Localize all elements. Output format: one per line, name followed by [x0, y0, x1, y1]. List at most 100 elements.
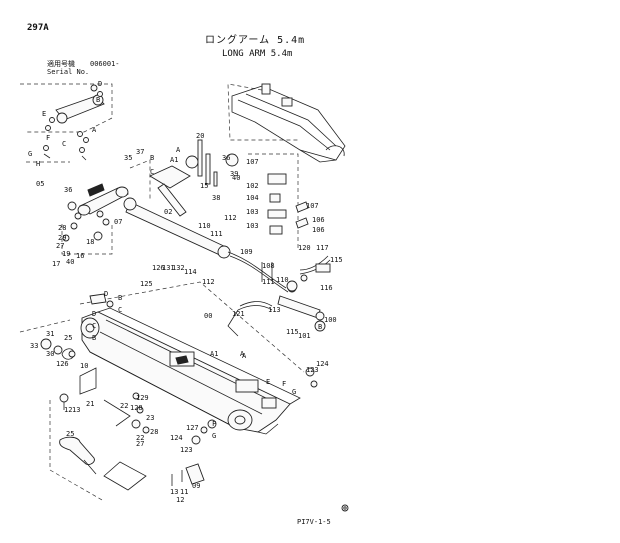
part-label: 17 — [52, 260, 60, 268]
part-label: 33 — [30, 342, 38, 350]
part-label: B — [150, 154, 154, 162]
part-label: 121 — [232, 310, 245, 318]
part-label: 120 — [298, 244, 311, 252]
part-label: 27 — [56, 242, 64, 250]
part-label: 106 — [312, 216, 325, 224]
part-label: B — [118, 294, 122, 302]
part-label: 126 — [152, 264, 165, 272]
part-label: 129 — [136, 394, 149, 402]
part-label: D — [104, 290, 108, 298]
part-label: D — [92, 310, 96, 318]
part-label: 128 — [130, 404, 143, 412]
serial-label-japanese: 適用号機 — [47, 60, 75, 68]
part-label: 40 — [232, 174, 240, 182]
part-label: 111 — [262, 278, 275, 286]
part-label: A1 — [210, 350, 218, 358]
part-label: 103 — [246, 208, 259, 216]
part-label: 29 — [58, 234, 66, 242]
part-label: G — [292, 388, 296, 396]
link-assembly — [61, 139, 239, 259]
part-label: 39 — [230, 170, 238, 178]
part-label: 18 — [86, 238, 94, 246]
part-label: 05 — [36, 180, 44, 188]
part-label: 20 — [196, 132, 204, 140]
part-label: 07 — [114, 218, 122, 226]
serial-label-english: Serial No. — [47, 68, 90, 76]
part-label: 22 — [136, 434, 144, 442]
part-label: F — [212, 420, 216, 428]
part-label: 124 — [170, 434, 183, 442]
footer-code: PI7V-1-5 — [297, 518, 331, 526]
part-label: 115 — [330, 256, 343, 264]
serial-number: 006001- — [90, 60, 120, 68]
part-label: 28 — [150, 428, 158, 436]
part-label: 15 — [200, 182, 208, 190]
part-label: 126 — [56, 360, 69, 368]
part-label: 117 — [316, 244, 329, 252]
part-label: 115 — [286, 328, 299, 336]
part-label: 09 — [192, 482, 200, 490]
part-label: 112 — [202, 278, 215, 286]
part-label: 23 — [146, 414, 154, 422]
pin-bracket-detail — [20, 83, 113, 163]
part-label: 36 — [222, 154, 230, 162]
part-label: 02 — [164, 208, 172, 216]
part-label: 40 — [66, 258, 74, 266]
arm-overview-illustration — [227, 83, 346, 163]
part-label: 110 — [276, 276, 289, 284]
part-label: 107 — [306, 202, 319, 210]
part-label: G — [28, 150, 32, 158]
part-label: 123 — [306, 366, 319, 374]
part-label: 28 — [58, 224, 66, 232]
part-label: C — [62, 140, 66, 148]
part-label: 101 — [298, 332, 311, 340]
part-label: 109 — [240, 248, 253, 256]
part-label: D — [98, 80, 102, 88]
part-label: 31 — [46, 330, 54, 338]
title-japanese: ロングアーム 5.4m — [205, 35, 306, 46]
part-label: 13 — [170, 488, 178, 496]
part-label: 22 — [120, 402, 128, 410]
part-label: 12 — [176, 496, 184, 504]
part-label: 19 — [62, 250, 70, 258]
part-label: 102 — [246, 182, 259, 190]
part-label: H — [36, 160, 40, 168]
part-label: A — [240, 350, 245, 358]
part-label: 11 — [180, 488, 188, 496]
long-arm-main-body — [19, 281, 305, 501]
part-label: 25 — [64, 334, 72, 342]
part-label: 100 — [324, 316, 337, 324]
title-english: LONG ARM 5.4m — [222, 49, 293, 59]
part-label: E — [42, 110, 46, 118]
part-label: 107 — [246, 158, 259, 166]
part-label: F — [46, 134, 50, 142]
page-number: 297A — [27, 23, 49, 33]
pin-and-bolts — [59, 367, 318, 486]
part-label: 25 — [66, 430, 74, 438]
part-label: 103 — [246, 222, 259, 230]
part-label: 108 — [262, 262, 275, 270]
hose-and-fitting-details — [227, 153, 331, 337]
part-label: 16 — [76, 252, 84, 260]
part-label: 12 — [64, 406, 72, 414]
part-label: C — [92, 322, 96, 330]
part-label: 132 — [172, 264, 185, 272]
part-label: B — [318, 323, 322, 331]
part-label: G — [212, 432, 216, 440]
part-number-labels: D E A B C F G H 05 36 35 37 20 A1 A B C … — [28, 80, 343, 504]
part-label: 123 — [180, 446, 193, 454]
part-label: 00 — [204, 312, 212, 320]
part-label: 10 — [80, 362, 88, 370]
part-label: 27 — [136, 440, 144, 448]
part-label: B — [96, 96, 100, 104]
part-label: 110 — [198, 222, 211, 230]
part-label: 21 — [86, 400, 94, 408]
part-label: 13 — [72, 406, 80, 414]
part-label: A — [176, 146, 181, 154]
part-label: A — [242, 352, 247, 360]
part-label: C — [118, 306, 122, 314]
part-label: 38 — [212, 194, 220, 202]
part-label: 111 — [210, 230, 223, 238]
part-label: 125 — [140, 280, 153, 288]
